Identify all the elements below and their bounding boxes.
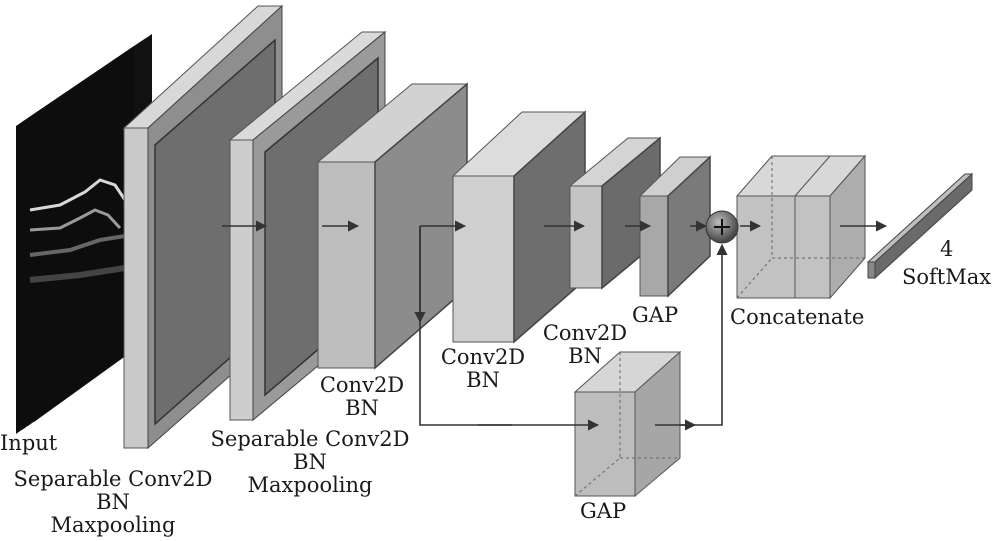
output-units-label: 4 <box>940 237 954 261</box>
block2-line3: Maxpooling <box>247 473 373 497</box>
add-node <box>705 210 739 244</box>
block3-line1: Conv2D <box>319 373 405 397</box>
conv-block-5 <box>568 136 662 290</box>
output-activation-label: SoftMax <box>902 265 992 289</box>
separable-conv-block-1 <box>122 4 284 450</box>
block1-label: Separable Conv2D BN Maxpooling <box>8 468 218 537</box>
block5-line2: BN <box>568 344 602 368</box>
softmax-output-bar <box>866 172 974 280</box>
block4-line1: Conv2D <box>440 345 526 369</box>
block5-label: Conv2D BN <box>538 322 632 368</box>
block1-line2: BN <box>96 490 130 514</box>
block3-label: Conv2D BN <box>318 374 406 420</box>
block3-line2: BN <box>345 396 379 420</box>
flow-arrows <box>222 220 888 431</box>
block1-line1: Separable Conv2D <box>13 467 213 491</box>
conv-block-4 <box>451 110 587 344</box>
block2-label: Separable Conv2D BN Maxpooling <box>202 428 418 497</box>
block4-label: Conv2D BN <box>438 346 528 392</box>
gap-top-label: GAP <box>632 303 679 327</box>
block5-line1: Conv2D <box>542 321 628 345</box>
concatenate-label: Concatenate <box>730 305 865 329</box>
block1-line3: Maxpooling <box>50 513 176 537</box>
block2-line1: Separable Conv2D <box>210 427 410 451</box>
concatenate-block <box>735 154 867 300</box>
block4-line2: BN <box>466 368 500 392</box>
gap-bottom-label: GAP <box>580 499 627 523</box>
input-image-stack <box>16 34 152 434</box>
input-label: Input <box>0 431 58 455</box>
block2-line2: BN <box>293 450 327 474</box>
gap-bottom-cube <box>573 350 682 498</box>
